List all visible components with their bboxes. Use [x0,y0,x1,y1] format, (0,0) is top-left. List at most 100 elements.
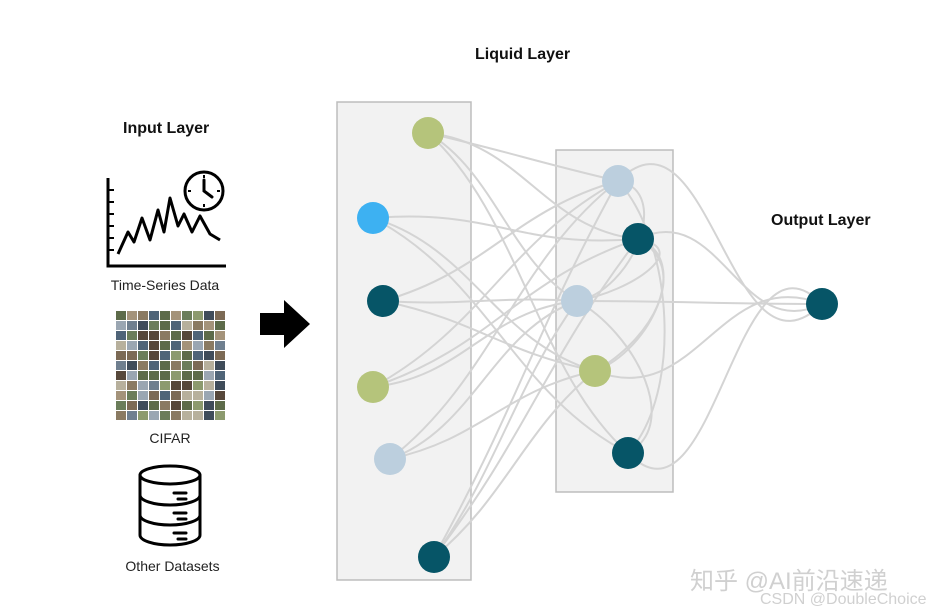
connection-line-29 [594,296,823,379]
cifar-thumbnail-cell [215,391,225,400]
cifar-thumbnail-cell [160,411,170,420]
cifar-thumbnail-cell [215,371,225,380]
cifar-thumbnail-cell [138,411,148,420]
image-grid-thumbnail [116,311,225,420]
cifar-thumbnail-cell [127,311,137,320]
cifar-thumbnail-cell [171,391,181,400]
connection-line-2 [427,132,629,454]
cifar-thumbnail-cell [204,361,214,370]
liquid-layer-title: Liquid Layer [475,46,571,63]
liquid-neuron-col2-4 [579,355,611,387]
cifar-thumbnail-cell [215,311,225,320]
cifar-thumbnail-cell [138,331,148,340]
cifar-thumbnail-cell [149,391,159,400]
cifar-thumbnail-cell [160,401,170,410]
cifar-thumbnail-cell [138,361,148,370]
source-label-cifar: CIFAR [149,430,191,446]
time-series-chart-with-clock-icon [104,170,228,270]
input-layer-title: Input Layer [123,120,210,137]
cifar-thumbnail-cell [204,331,214,340]
cifar-thumbnail-cell [149,331,159,340]
cifar-thumbnail-cell [160,331,170,340]
cifar-thumbnail-cell [215,321,225,330]
cifar-thumbnail-cell [116,351,126,360]
connection-line-15 [389,370,596,460]
cifar-thumbnail-cell [149,371,159,380]
connection-line-12 [372,238,639,388]
cifar-thumbnail-cell [204,391,214,400]
cifar-thumbnail-cell [193,351,203,360]
cifar-thumbnail-cell [204,371,214,380]
source-label-time-series: Time-Series Data [110,277,220,293]
connection-line-14 [389,180,619,460]
cifar-thumbnail-cell [193,311,203,320]
cifar-thumbnail-cell [193,401,203,410]
cifar-thumbnail-cell [171,321,181,330]
cifar-thumbnail-cell [215,361,225,370]
cifar-thumbnail-cell [193,411,203,420]
connection-line-19 [433,180,619,558]
cifar-thumbnail-cell [215,381,225,390]
cifar-thumbnail-cell [160,311,170,320]
connection-line-3 [427,132,639,240]
connection-line-10 [372,180,619,388]
cifar-thumbnail-cell [160,351,170,360]
cifar-thumbnail-cell [116,361,126,370]
liquid-neuron-col1-5 [374,443,406,475]
cifar-thumbnail-cell [182,371,192,380]
cifar-thumbnail-cell [127,341,137,350]
cifar-thumbnail-cell [193,321,203,330]
cifar-thumbnail-cell [138,401,148,410]
connection-line-30 [627,287,823,470]
cifar-thumbnail-cell [171,381,181,390]
cifar-thumbnail-cell [193,341,203,350]
liquid-neuron-col1-1 [412,117,444,149]
liquid-neuron-col1-3 [367,285,399,317]
cifar-thumbnail-cell [127,391,137,400]
cifar-thumbnail-cell [138,311,148,320]
cifar-thumbnail-cell [182,351,192,360]
cifar-thumbnail-cell [127,321,137,330]
cifar-thumbnail-cell [215,341,225,350]
connection-line-24 [617,180,666,454]
connection-line-11 [372,300,578,388]
cifar-thumbnail-cell [127,331,137,340]
cifar-thumbnail-cell [182,411,192,420]
cifar-thumbnail-cell [138,381,148,390]
cifar-thumbnail-cell [116,391,126,400]
right-arrow-icon [258,298,312,350]
connection-line-18 [433,370,596,558]
cifar-thumbnail-cell [182,391,192,400]
cifar-thumbnail-cell [138,351,148,360]
cifar-thumbnail-cell [116,321,126,330]
connection-line-4 [372,215,639,242]
liquid-neuron-col2-5 [612,437,644,469]
cifar-thumbnail-cell [171,331,181,340]
database-stack-icon [134,463,206,549]
cifar-thumbnail-cell [116,371,126,380]
cifar-thumbnail-cell [116,331,126,340]
cifar-thumbnail-cell [182,341,192,350]
connection-line-28 [576,300,823,305]
cifar-thumbnail-cell [149,321,159,330]
cifar-thumbnail-cell [160,321,170,330]
watermark-csdn: CSDN @DoubleChoice [760,591,927,608]
cifar-thumbnail-cell [215,351,225,360]
cifar-thumbnail-cell [138,321,148,330]
connection-line-9 [382,300,596,372]
cifar-thumbnail-cell [127,351,137,360]
cifar-thumbnail-cell [193,371,203,380]
output-neuron-1 [806,288,838,320]
connection-line-17 [433,300,578,558]
cifar-thumbnail-cell [116,341,126,350]
cifar-thumbnail-cell [204,351,214,360]
cifar-thumbnail-cell [149,411,159,420]
cifar-thumbnail-cell [138,371,148,380]
cifar-thumbnail-cell [138,391,148,400]
cifar-thumbnail-cell [127,371,137,380]
cifar-thumbnail-cell [215,401,225,410]
cifar-thumbnail-cell [215,331,225,340]
cifar-thumbnail-cell [171,401,181,410]
cifar-thumbnail-cell [160,391,170,400]
